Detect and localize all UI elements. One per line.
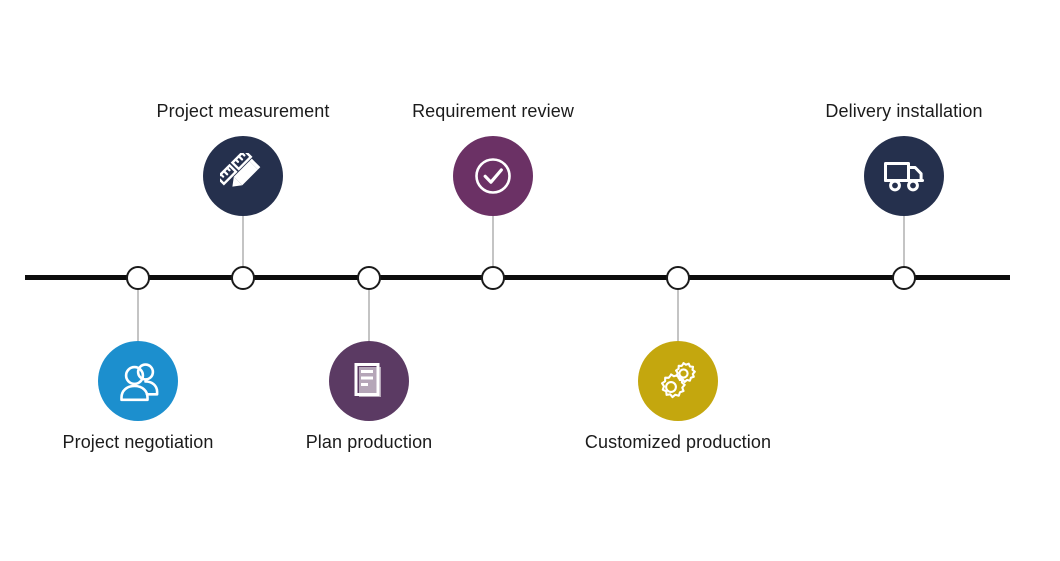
node-icon-circle-6[interactable] bbox=[864, 136, 944, 216]
axis-marker-5[interactable] bbox=[666, 266, 690, 290]
node-connector bbox=[137, 289, 139, 341]
axis-marker-1[interactable] bbox=[126, 266, 150, 290]
node-label-5: Customized production bbox=[584, 432, 772, 452]
node-connector bbox=[242, 216, 244, 267]
pencil-ruler-icon bbox=[220, 153, 266, 199]
axis-marker-6[interactable] bbox=[892, 266, 916, 290]
node-icon-circle-4[interactable] bbox=[453, 136, 533, 216]
node-icon-circle-1[interactable] bbox=[98, 341, 178, 421]
node-label-1: Project negotiation bbox=[62, 432, 214, 452]
node-label-4: Requirement review bbox=[412, 101, 574, 121]
node-label-2: Project measurement bbox=[156, 101, 330, 121]
document-stack-icon bbox=[347, 358, 391, 404]
node-icon-circle-3[interactable] bbox=[329, 341, 409, 421]
node-label-6: Delivery installation bbox=[825, 101, 983, 121]
check-circle-icon bbox=[470, 153, 516, 199]
node-icon-circle-5[interactable] bbox=[638, 341, 718, 421]
truck-icon bbox=[880, 155, 928, 197]
node-connector bbox=[368, 289, 370, 341]
node-label-3: Plan production bbox=[305, 432, 433, 452]
axis-marker-4[interactable] bbox=[481, 266, 505, 290]
axis-marker-3[interactable] bbox=[357, 266, 381, 290]
users-icon bbox=[114, 359, 162, 403]
node-connector bbox=[903, 216, 905, 267]
axis-marker-2[interactable] bbox=[231, 266, 255, 290]
node-connector bbox=[492, 216, 494, 267]
node-connector bbox=[677, 289, 679, 341]
gears-icon bbox=[654, 358, 702, 404]
node-icon-circle-2[interactable] bbox=[203, 136, 283, 216]
timeline-axis bbox=[25, 275, 1010, 280]
